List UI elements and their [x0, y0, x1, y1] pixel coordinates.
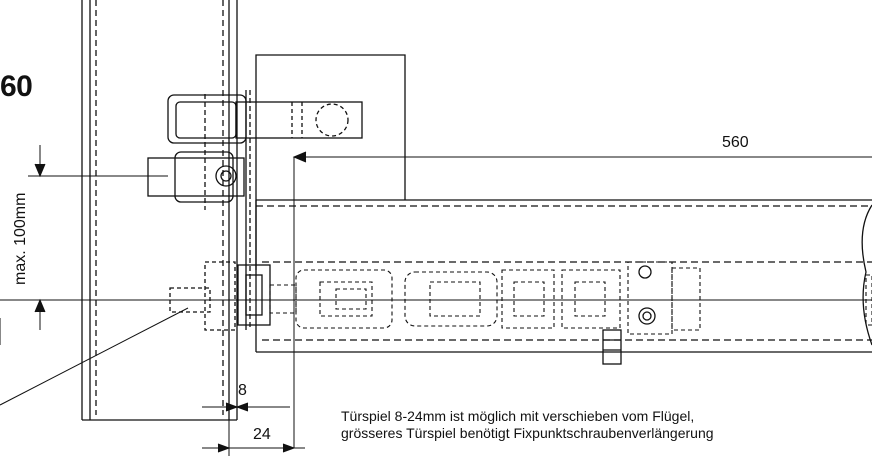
- note-line-2: grösseres Türspiel benötigt Fixpunktschr…: [341, 425, 714, 441]
- pivot-bracket: [169, 261, 271, 331]
- door-gap-note: Türspiel 8-24mm ist möglich mit verschie…: [341, 408, 714, 442]
- dimension-560: [292, 151, 872, 448]
- adjustment-screws[interactable]: [602, 265, 656, 365]
- closer-mechanism: [269, 261, 872, 335]
- dimension-max-100mm-label: max. 100mm: [12, 192, 29, 285]
- leader-line: [0, 307, 189, 406]
- arm-cover-outline: [255, 54, 406, 270]
- dimension-max-100mm: [28, 145, 168, 330]
- dimension-560-label: 560: [722, 134, 749, 151]
- dimension-24: [202, 420, 305, 456]
- drawing-title: 60: [0, 70, 33, 103]
- note-line-1: Türspiel 8-24mm ist möglich mit verschie…: [341, 408, 695, 424]
- closer-body: [255, 199, 872, 353]
- dimension-8: [202, 340, 290, 412]
- dimension-8-label: 8: [238, 382, 247, 399]
- dimension-24-label: 24: [253, 426, 271, 443]
- arm-assembly: [147, 94, 363, 210]
- door-frame: [81, 0, 238, 421]
